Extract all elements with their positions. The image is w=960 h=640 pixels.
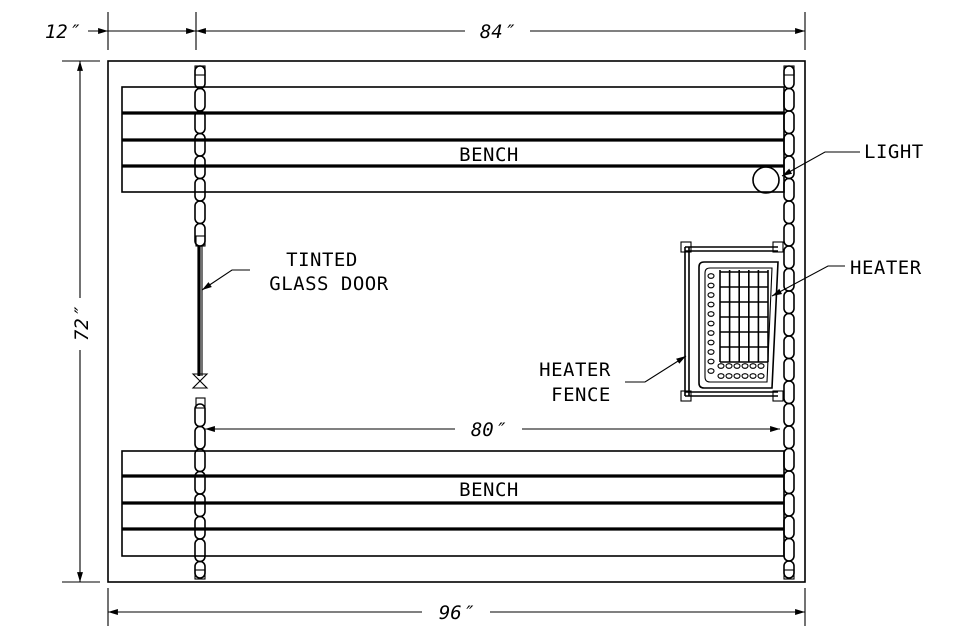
dimension-left: 72″ [62,60,100,583]
wall-log [783,515,795,540]
heater [698,261,779,389]
heater-fence [680,241,784,402]
wall-log [783,110,795,135]
wall-log [194,65,206,90]
leader-lines [201,151,860,383]
dimension-84-label: 84″ [480,21,515,43]
tinted-glass-door [191,235,209,409]
wall-log [194,87,206,112]
heater-label: HEATER [850,257,922,279]
dimension-bottom: 96″ [107,588,806,626]
wall-log [194,177,206,202]
dimension-80-label: 80″ [471,419,506,441]
wall-log [783,87,795,112]
light-fixture [752,166,780,194]
wall-log [783,335,795,360]
dimension-72-label: 72″ [71,306,93,341]
wall-log [783,132,795,157]
dimension-top-left: 12″ [45,12,806,50]
wall-log [783,267,795,292]
room-outline [107,60,806,583]
wall-log [194,425,206,450]
fence-label-line1: HEATER [539,359,611,381]
door-label-line1: TINTED [286,249,358,271]
dimension-inner: 80″ [205,419,780,441]
right-wall [783,65,795,580]
dimension-top-main: 84″ [196,21,805,43]
wall-log [783,312,795,337]
door-label-line2: GLASS DOOR [269,273,388,295]
wall-log [783,425,795,450]
dimension-12-label: 12″ [45,21,80,43]
wall-log [783,245,795,270]
wall-log [194,200,206,225]
bottom-bench: BENCH [121,450,785,557]
wall-log [783,200,795,225]
wall-log [783,380,795,405]
wall-log [194,493,206,518]
wall-log [783,537,795,562]
wall-log [783,177,795,202]
dimension-96-label: 96″ [439,602,474,624]
wall-log [783,447,795,472]
wall-log [783,222,795,247]
wall-log [783,402,795,427]
wall-log [194,132,206,157]
wall-log [783,155,795,180]
light-label: LIGHT [864,141,924,163]
wall-log [194,448,206,473]
wall-log [783,357,795,382]
wall-log [783,470,795,495]
bench-top-label: BENCH [459,144,519,166]
bench-bottom-label: BENCH [459,479,519,501]
wall-log [783,492,795,517]
fence-label-line2: FENCE [551,384,611,406]
wall-log [783,290,795,315]
left-wall [194,65,206,580]
wall-log [194,538,206,563]
wall-log [783,65,795,90]
top-bench: BENCH [121,86,785,193]
